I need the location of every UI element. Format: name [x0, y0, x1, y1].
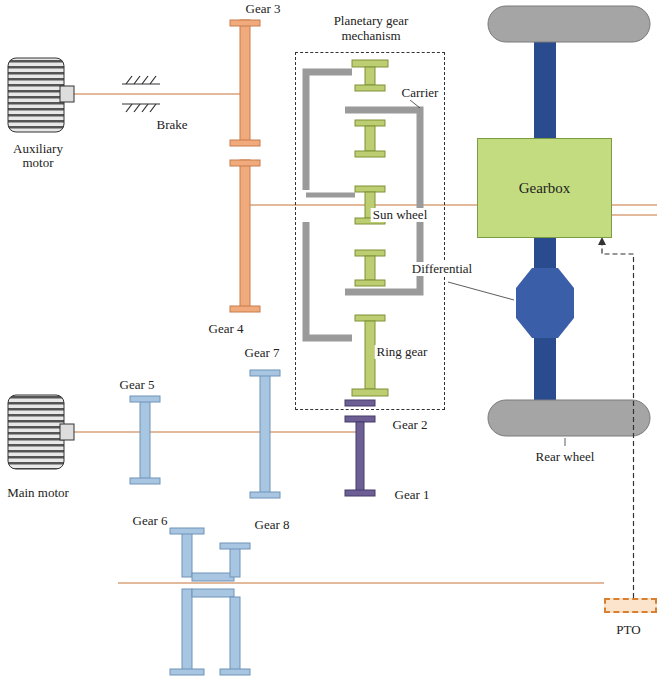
- part-label: Gear 3: [243, 2, 282, 16]
- part-label: Ring gear: [375, 345, 430, 359]
- part-label: Gear 1: [392, 488, 431, 502]
- part-label: Brake: [154, 118, 189, 132]
- part-label: Gear 7: [242, 346, 281, 360]
- gear-pair-purple: [345, 400, 375, 496]
- part-label: Sun wheel: [371, 208, 430, 222]
- auxiliary-motor: [8, 58, 74, 132]
- part-label: Gear 2: [390, 418, 429, 432]
- node-label: PTO: [604, 623, 654, 637]
- gearbox-box: Gearbox: [477, 138, 612, 238]
- part-label: Differential: [410, 262, 474, 276]
- gear-pair-orange: [230, 20, 260, 312]
- pto-box: PTO: [604, 598, 657, 613]
- shaft: [72, 94, 657, 583]
- part-label: Rear wheel: [534, 450, 597, 464]
- brake-symbol: [122, 76, 160, 112]
- part-label: Main motor: [1, 486, 75, 500]
- part-label: Carrier: [400, 86, 441, 100]
- node-label: Gearbox: [485, 180, 605, 197]
- main-motor: [8, 395, 74, 469]
- part-label: Auxiliary motor: [1, 142, 75, 171]
- power-takeoff-arrow: [602, 238, 634, 598]
- node-label: Planetary gear mechanism: [311, 14, 431, 43]
- part-label: Gear 4: [206, 322, 245, 336]
- part-label: Gear 8: [252, 518, 291, 532]
- part-label: Gear 6: [130, 514, 169, 528]
- part-label: Gear 5: [117, 378, 156, 392]
- carrier-housing: [306, 72, 420, 338]
